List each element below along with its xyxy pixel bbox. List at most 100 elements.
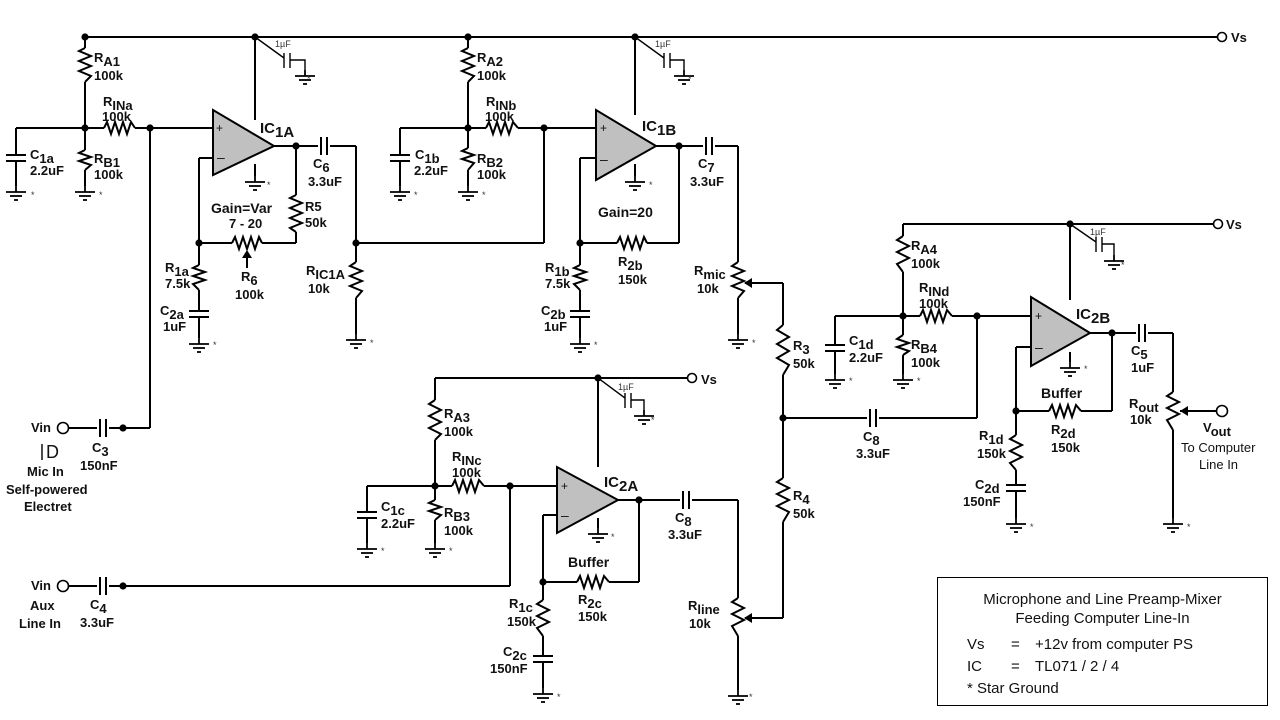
vs-label: Vs: [1231, 30, 1247, 45]
svg-text:*: *: [213, 340, 217, 350]
ic2a-buffer-label: Buffer: [568, 554, 610, 570]
rb3-label: RB3: [444, 505, 470, 524]
info-title-2: Feeding Computer Line-In: [1015, 610, 1190, 627]
junction-dots: [81, 33, 1116, 590]
opamp-ic2b: + –: [1030, 295, 1092, 368]
svg-text:–: –: [217, 149, 225, 165]
pot-wipers: [242, 250, 1188, 623]
r4-value: 50k: [793, 506, 815, 521]
svg-text:Gain=Var: Gain=Var: [211, 200, 273, 216]
c3-label: C3: [92, 440, 109, 459]
rmic-value: 10k: [697, 281, 719, 296]
r1c-label: R1c: [509, 596, 533, 615]
svg-text:*: *: [482, 190, 486, 200]
svg-text:+: +: [1035, 309, 1042, 323]
rline-label: Rline: [688, 598, 720, 617]
c4-label: C4: [90, 597, 107, 616]
c4-value: 3.3uF: [80, 615, 114, 630]
r1b-label: R1b: [545, 260, 570, 279]
svg-text:*: *: [31, 190, 35, 200]
terminals: [56, 31, 1229, 593]
ra1-value: 100k: [94, 68, 124, 83]
svg-text:Vs: Vs: [701, 372, 717, 387]
rinc-label: RINc: [452, 449, 482, 468]
vout-label: Vout: [1203, 420, 1232, 439]
svg-text:*: *: [449, 546, 453, 556]
rinb-value: 100k: [485, 109, 515, 124]
c5-value: 1uF: [1131, 360, 1154, 375]
rina-label: RINa: [103, 94, 133, 113]
ra1-label: RA1: [94, 50, 120, 69]
r1a-label: R1a: [165, 260, 190, 279]
c2b-label: C2b: [541, 303, 566, 322]
c1c-label: C1c: [381, 499, 405, 518]
rb1-value: 100k: [94, 167, 124, 182]
c7-value: 3.3uF: [690, 174, 724, 189]
svg-text:*: *: [414, 190, 418, 200]
svg-text:–: –: [561, 507, 569, 523]
r1a-value: 7.5k: [165, 276, 191, 291]
svg-text:*: *: [849, 376, 853, 386]
info-star-ground: * Star Ground: [967, 680, 1059, 697]
svg-text:*: *: [1187, 522, 1191, 532]
ic1a-gain-label: Gain=: [211, 200, 250, 216]
r5-label: R5: [305, 199, 322, 214]
c2c-value: 150nF: [490, 661, 528, 676]
r2c-label: R2c: [578, 592, 602, 611]
r6-label: R6: [241, 269, 258, 288]
c1a-value: 2.2uF: [30, 163, 64, 178]
ic2a-label: IC: [604, 474, 619, 491]
svg-text:*: *: [1084, 364, 1088, 374]
info-vs-key: Vs: [967, 636, 985, 653]
aux-linein-label: Line In: [19, 616, 61, 631]
svg-text:*: *: [752, 338, 756, 348]
c1c-value: 2.2uF: [381, 516, 415, 531]
svg-text:Vs: Vs: [1231, 30, 1247, 45]
svg-text:*: *: [649, 180, 653, 190]
svg-text:*: *: [99, 190, 103, 200]
rb3-value: 100k: [444, 523, 474, 538]
mic-vin-label: Vin: [31, 420, 51, 435]
ic2b-label: IC: [1076, 306, 1091, 323]
c8-line-value: 3.3uF: [668, 527, 702, 542]
c1d-label: C1d: [849, 333, 874, 352]
info-vs-eq: =: [1011, 636, 1020, 653]
svg-text:*: *: [267, 180, 271, 190]
svg-text:*: *: [594, 340, 598, 350]
r3-value: 50k: [793, 356, 815, 371]
c6-value: 3.3uF: [308, 174, 342, 189]
svg-text:Vs: Vs: [1226, 217, 1242, 232]
svg-text:+: +: [561, 479, 568, 493]
decoupling-caps: [254, 36, 1115, 410]
r1d-value: 150k: [977, 446, 1007, 461]
info-vs-value: +12v from computer PS: [1035, 636, 1193, 653]
ra4-value: 100k: [911, 256, 941, 271]
ra3-label: RA3: [444, 406, 470, 425]
rind-label: RINd: [919, 280, 949, 299]
ric1a-value: 10k: [308, 281, 330, 296]
rout-value: 10k: [1130, 412, 1152, 427]
rinc-value: 100k: [452, 465, 482, 480]
r1d-label: R1d: [979, 428, 1004, 447]
svg-text:–: –: [1035, 339, 1043, 355]
rline-value: 10k: [689, 616, 711, 631]
c2d-label: C2d: [975, 477, 1000, 496]
decoupling-cap-label: 1µF: [1090, 227, 1106, 237]
rb4-value: 100k: [911, 355, 941, 370]
r1c-value: 150k: [507, 614, 537, 629]
r2b-label: R2b: [618, 254, 643, 273]
ra2-value: 100k: [477, 68, 507, 83]
c1d-value: 2.2uF: [849, 350, 883, 365]
c8-line-label: C8: [675, 510, 692, 529]
r5-value: 50k: [305, 215, 327, 230]
rb4-label: RB4: [911, 337, 938, 356]
svg-text:–: –: [600, 151, 608, 167]
svg-text:IC2A: IC2A: [604, 474, 638, 495]
svg-text:*: *: [381, 546, 385, 556]
rind-value: 100k: [919, 296, 949, 311]
ic2b-buffer-label: Buffer: [1041, 385, 1083, 401]
ic1a-gain-range: 7 - 20: [229, 216, 262, 231]
decoupling-cap-label: 1µF: [618, 382, 634, 392]
rout-label: Rout: [1129, 396, 1159, 415]
to-computer-label: To Computer: [1181, 440, 1256, 455]
